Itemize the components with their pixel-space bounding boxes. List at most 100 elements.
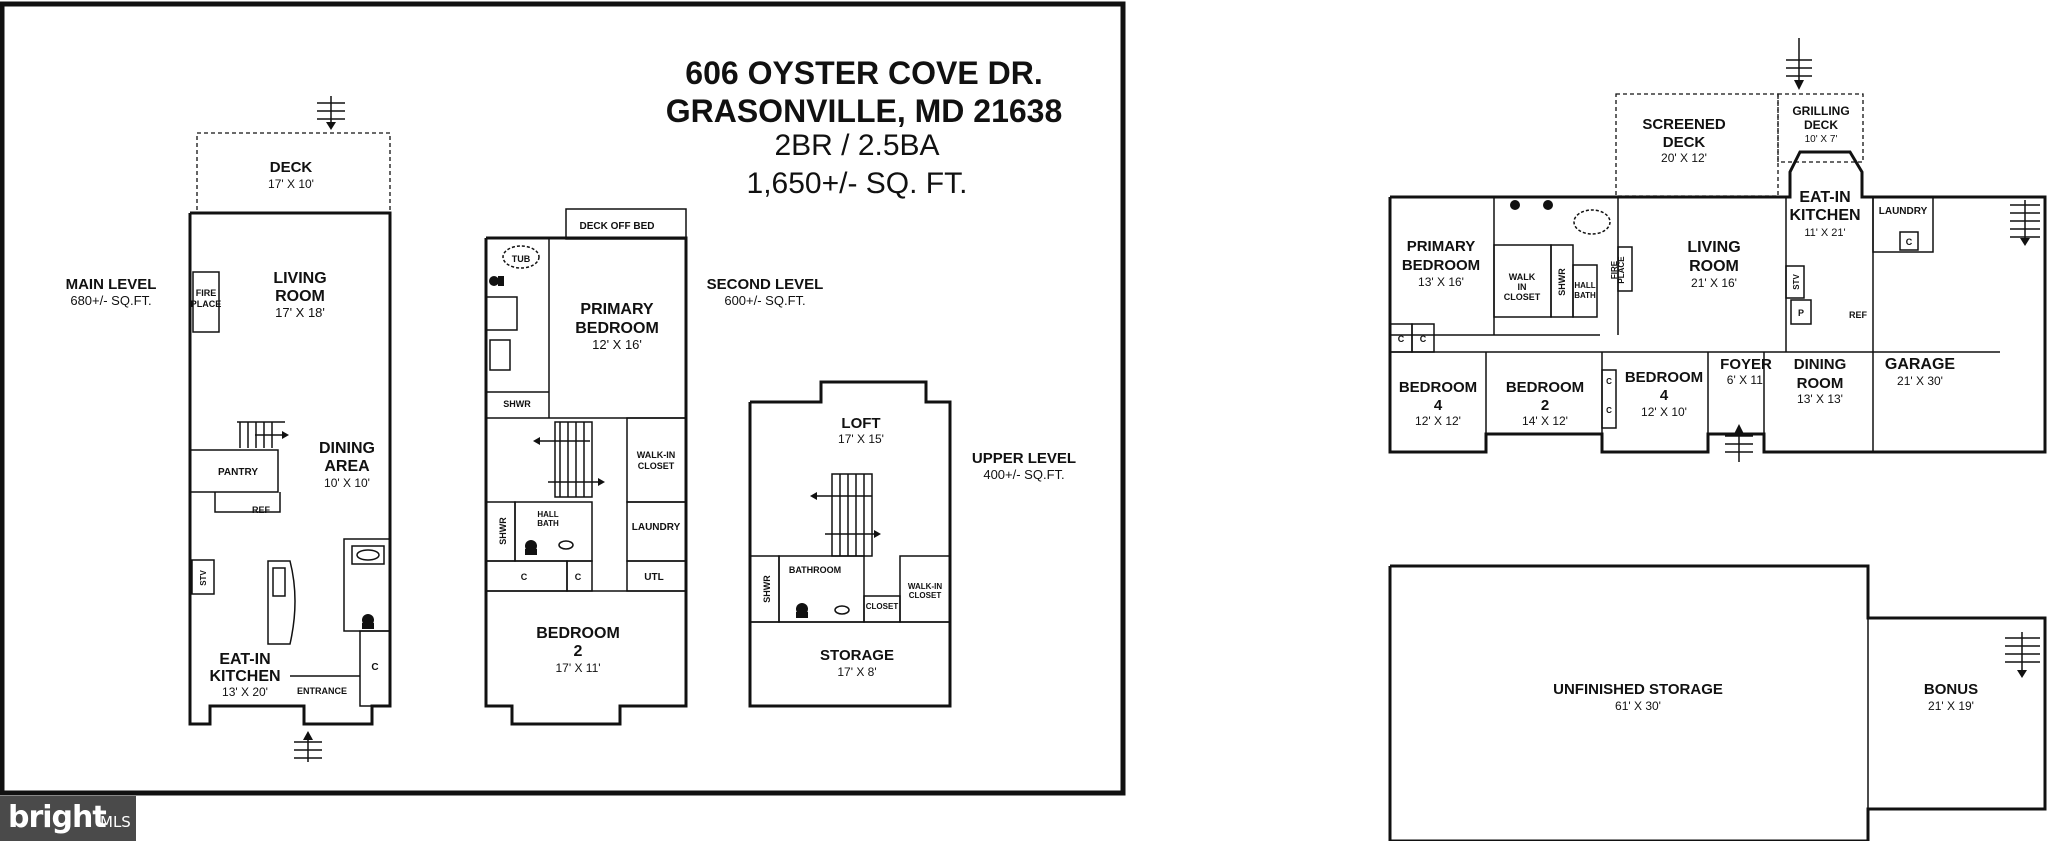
kitchen-dims: 13' X 20' — [222, 685, 268, 699]
svg-text:CLOSET: CLOSET — [1504, 292, 1541, 302]
unfinished-storage-label: UNFINISHED STORAGE — [1553, 681, 1723, 698]
svg-text:BEDROOM: BEDROOM — [1402, 257, 1480, 274]
svg-text:DECK: DECK — [1663, 134, 1706, 151]
svg-text:SHWR: SHWR — [503, 399, 531, 409]
loft-dims: 17' X 15' — [838, 432, 884, 446]
bonus-stairs — [2005, 632, 2040, 678]
svg-text:6' X 11': 6' X 11' — [1727, 373, 1765, 387]
address-line-1: 606 OYSTER COVE DR. — [685, 55, 1042, 91]
bonus-dims: 21' X 19' — [1928, 699, 1974, 713]
svg-text:BEDROOM: BEDROOM — [1506, 379, 1584, 396]
svg-text:10' X 7': 10' X 7' — [1805, 134, 1838, 145]
stove — [191, 559, 215, 595]
loft-label: LOFT — [841, 415, 880, 432]
upper-level-sqft: 400+/- SQ.FT. — [983, 467, 1064, 482]
living-room-dims: 17' X 18' — [275, 305, 325, 320]
upper-level-walls — [748, 380, 952, 708]
svg-text:LIVING: LIVING — [1687, 239, 1740, 256]
bedroom-2-label-2: 2 — [574, 643, 583, 660]
primary-bedroom-label-1: PRIMARY — [580, 301, 654, 318]
lower-level-walls — [1388, 564, 2047, 841]
svg-text:FIRE: FIRE — [196, 288, 217, 298]
svg-text:TUB: TUB — [512, 254, 531, 264]
watermark-suffix: MLS — [100, 813, 131, 831]
garage-stairs — [2010, 200, 2040, 246]
upper-level-label: UPPER LEVEL — [972, 450, 1076, 467]
entrance-label: ENTRANCE — [297, 686, 347, 696]
primary-bedroom-dims: 12' X 16' — [592, 337, 642, 352]
svg-text:SHWR: SHWR — [762, 575, 772, 603]
svg-text:4: 4 — [1660, 387, 1669, 404]
svg-text:C: C — [1420, 334, 1427, 344]
kitchen-label-2: KITCHEN — [209, 668, 280, 685]
upper-level-plan: UPPER LEVEL 400+/- SQ.FT. LOFT 17' X 15'… — [748, 380, 1076, 708]
svg-text:21' X 30': 21' X 30' — [1897, 374, 1943, 388]
watermark-brand: bright — [8, 800, 107, 835]
living-room-label-2: ROOM — [275, 288, 325, 305]
second-level-sqft: 600+/- SQ.FT. — [724, 293, 805, 308]
svg-text:PANTRY: PANTRY — [218, 467, 258, 478]
svg-text:4: 4 — [1434, 397, 1443, 414]
svg-text:ROOM: ROOM — [1797, 375, 1844, 392]
svg-text:C: C — [1906, 237, 1913, 247]
primary-bedroom-label-2: BEDROOM — [575, 320, 659, 337]
second-level-plan: SECOND LEVEL 600+/- SQ.FT. DECK OFF BED … — [484, 208, 823, 726]
svg-text:SHWR: SHWR — [1557, 268, 1567, 296]
bright-mls-watermark: bright MLS — [0, 796, 136, 841]
svg-text:13' X 16': 13' X 16' — [1418, 275, 1464, 289]
svg-text:12' X 10': 12' X 10' — [1641, 405, 1687, 419]
svg-text:HALL: HALL — [1574, 281, 1595, 290]
right-plan-walls — [1388, 150, 2047, 454]
svg-text:STV: STV — [199, 570, 208, 586]
main-level-label: MAIN LEVEL — [66, 276, 157, 293]
svg-text:PLACE: PLACE — [191, 299, 222, 309]
svg-text:LAUNDRY: LAUNDRY — [1879, 206, 1928, 217]
storage-label: STORAGE — [820, 647, 894, 664]
svg-text:BATH: BATH — [1574, 291, 1596, 300]
right-floor-plan: SCREENED DECK 20' X 12' GRILLING DECK 10… — [1388, 38, 2047, 462]
svg-text:GRILLING: GRILLING — [1792, 104, 1849, 118]
svg-text:SHWR: SHWR — [498, 517, 508, 545]
svg-text:14' X 12': 14' X 12' — [1522, 414, 1568, 428]
dining-dims: 10' X 10' — [324, 476, 370, 490]
bonus-label: BONUS — [1924, 681, 1978, 698]
svg-text:CLOSET: CLOSET — [909, 591, 942, 600]
svg-text:UTL: UTL — [644, 572, 663, 583]
bedroom-2-dims: 17' X 11' — [555, 661, 600, 675]
living-room-label-1: LIVING — [273, 270, 326, 287]
storage-dims: 17' X 8' — [837, 665, 876, 679]
svg-text:EAT-IN: EAT-IN — [1799, 189, 1850, 206]
listing-header: 606 OYSTER COVE DR. GRASONVILLE, MD 2163… — [666, 55, 1063, 200]
svg-text:C: C — [575, 572, 582, 582]
svg-text:21' X 16': 21' X 16' — [1691, 276, 1737, 290]
svg-text:WALK-IN: WALK-IN — [908, 582, 942, 591]
svg-text:PLACE: PLACE — [1617, 256, 1626, 284]
main-stairs — [237, 421, 289, 448]
svg-text:P: P — [1798, 308, 1804, 318]
svg-text:KITCHEN: KITCHEN — [1789, 207, 1860, 224]
svg-text:FIRE: FIRE — [1610, 260, 1619, 279]
beds-baths: 2BR / 2.5BA — [774, 129, 939, 162]
deck-label: DECK — [270, 159, 313, 176]
main-level-sqft: 680+/- SQ.FT. — [70, 293, 151, 308]
svg-text:C: C — [371, 662, 378, 673]
svg-text:IN: IN — [1518, 282, 1527, 292]
svg-text:PRIMARY: PRIMARY — [1407, 238, 1476, 255]
fireplace — [192, 271, 220, 333]
second-level-walls — [484, 236, 688, 726]
svg-text:WALK: WALK — [1509, 272, 1536, 282]
svg-text:BEDROOM: BEDROOM — [1399, 379, 1477, 396]
svg-text:CLOSET: CLOSET — [866, 602, 899, 611]
svg-text:BATH: BATH — [537, 519, 559, 528]
unfinished-storage-dims: 61' X 30' — [1615, 699, 1661, 713]
dining-label-2: AREA — [324, 458, 370, 475]
svg-text:FOYER: FOYER — [1720, 356, 1772, 373]
svg-text:WALK-IN: WALK-IN — [637, 450, 676, 460]
grilling-deck — [1777, 93, 1864, 163]
svg-text:CLOSET: CLOSET — [638, 461, 675, 471]
address-line-2: GRASONVILLE, MD 21638 — [666, 93, 1063, 129]
deck-outline — [196, 132, 391, 214]
kitchen-label-1: EAT-IN — [219, 651, 270, 668]
svg-text:20' X 12': 20' X 12' — [1661, 151, 1707, 165]
